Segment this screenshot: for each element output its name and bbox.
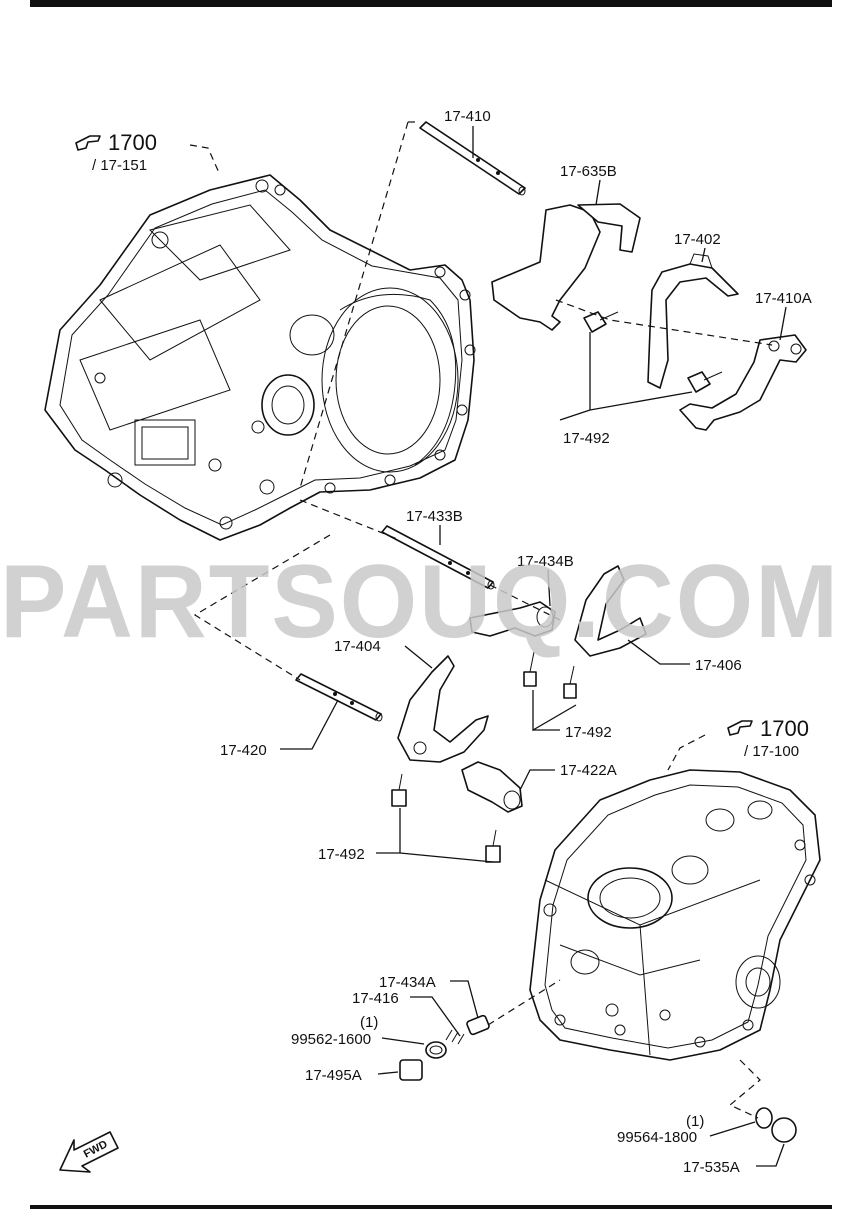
label-99562-1600: 99562-1600 [291,1031,371,1048]
pointing-hand-icon [75,135,101,151]
label-17-495A: 17-495A [305,1067,362,1084]
label-17-402: 17-402 [674,231,721,248]
transaxle-case-drawing [529,769,821,1061]
label-17-433B: 17-433B [406,508,463,525]
label-qty-99564: (1) [686,1113,704,1130]
fwd-arrow-icon: FWD [59,1131,119,1173]
top-border [30,0,832,7]
label-17-492-b: 17-492 [565,724,612,741]
bolt-17-492-drawing-b [687,371,723,393]
fork-17-404-drawing [397,655,489,763]
label-99564-1800: 99564-1800 [617,1129,697,1146]
label-17-635B: 17-635B [560,163,617,180]
label-qty-99562: (1) [360,1014,378,1031]
bolt-17-492-drawing-a [583,311,619,333]
fork-17-406-drawing [574,565,647,657]
lever-17-422A-drawing [461,761,523,813]
bolt-17-492-drawing-c [523,651,537,687]
pointing-hand-icon-bottom [727,720,753,736]
label-17-410: 17-410 [444,108,491,125]
label-17-420: 17-420 [220,742,267,759]
label-17-434B: 17-434B [517,553,574,570]
fork-17-402-drawing [647,253,739,389]
watermark: PARTSOUQ.COM [0,544,840,660]
lever-17-434B-drawing [469,601,556,637]
part-labels: 17-410 17-635B 17-402 17-410A 17-492 17-… [220,108,812,1176]
lever-17-635B-drawing [491,203,641,331]
bolt-17-492-drawing-f [485,829,501,863]
ref-bottom-sub: / 17-100 [744,743,799,760]
label-17-410A: 17-410A [755,290,812,307]
label-17-406: 17-406 [695,657,742,674]
ref-top-number: 1700 [108,130,157,155]
shaft-17-420-drawing [295,673,383,722]
shaft-17-433B-drawing [381,525,495,590]
label-17-404: 17-404 [334,638,381,655]
assembly-lines [189,121,773,1119]
bottom-border [30,1205,832,1209]
ref-bottom-number: 1700 [760,716,809,741]
bolt-17-492-drawing-e [391,773,407,807]
label-17-434A: 17-434A [379,974,436,991]
ref-top-sub: / 17-151 [92,157,147,174]
label-17-492-a: 17-492 [563,430,610,447]
label-17-416: 17-416 [352,990,399,1007]
leader-lines [280,126,787,1167]
label-17-492-c: 17-492 [318,846,365,863]
plug-assembly-drawing [399,1014,797,1143]
bolt-17-492-drawing-d [563,665,577,699]
label-17-422A: 17-422A [560,762,617,779]
clutch-housing-drawing [44,174,476,541]
label-17-535A: 17-535A [683,1159,740,1176]
bracket-17-410A-drawing [679,334,807,431]
